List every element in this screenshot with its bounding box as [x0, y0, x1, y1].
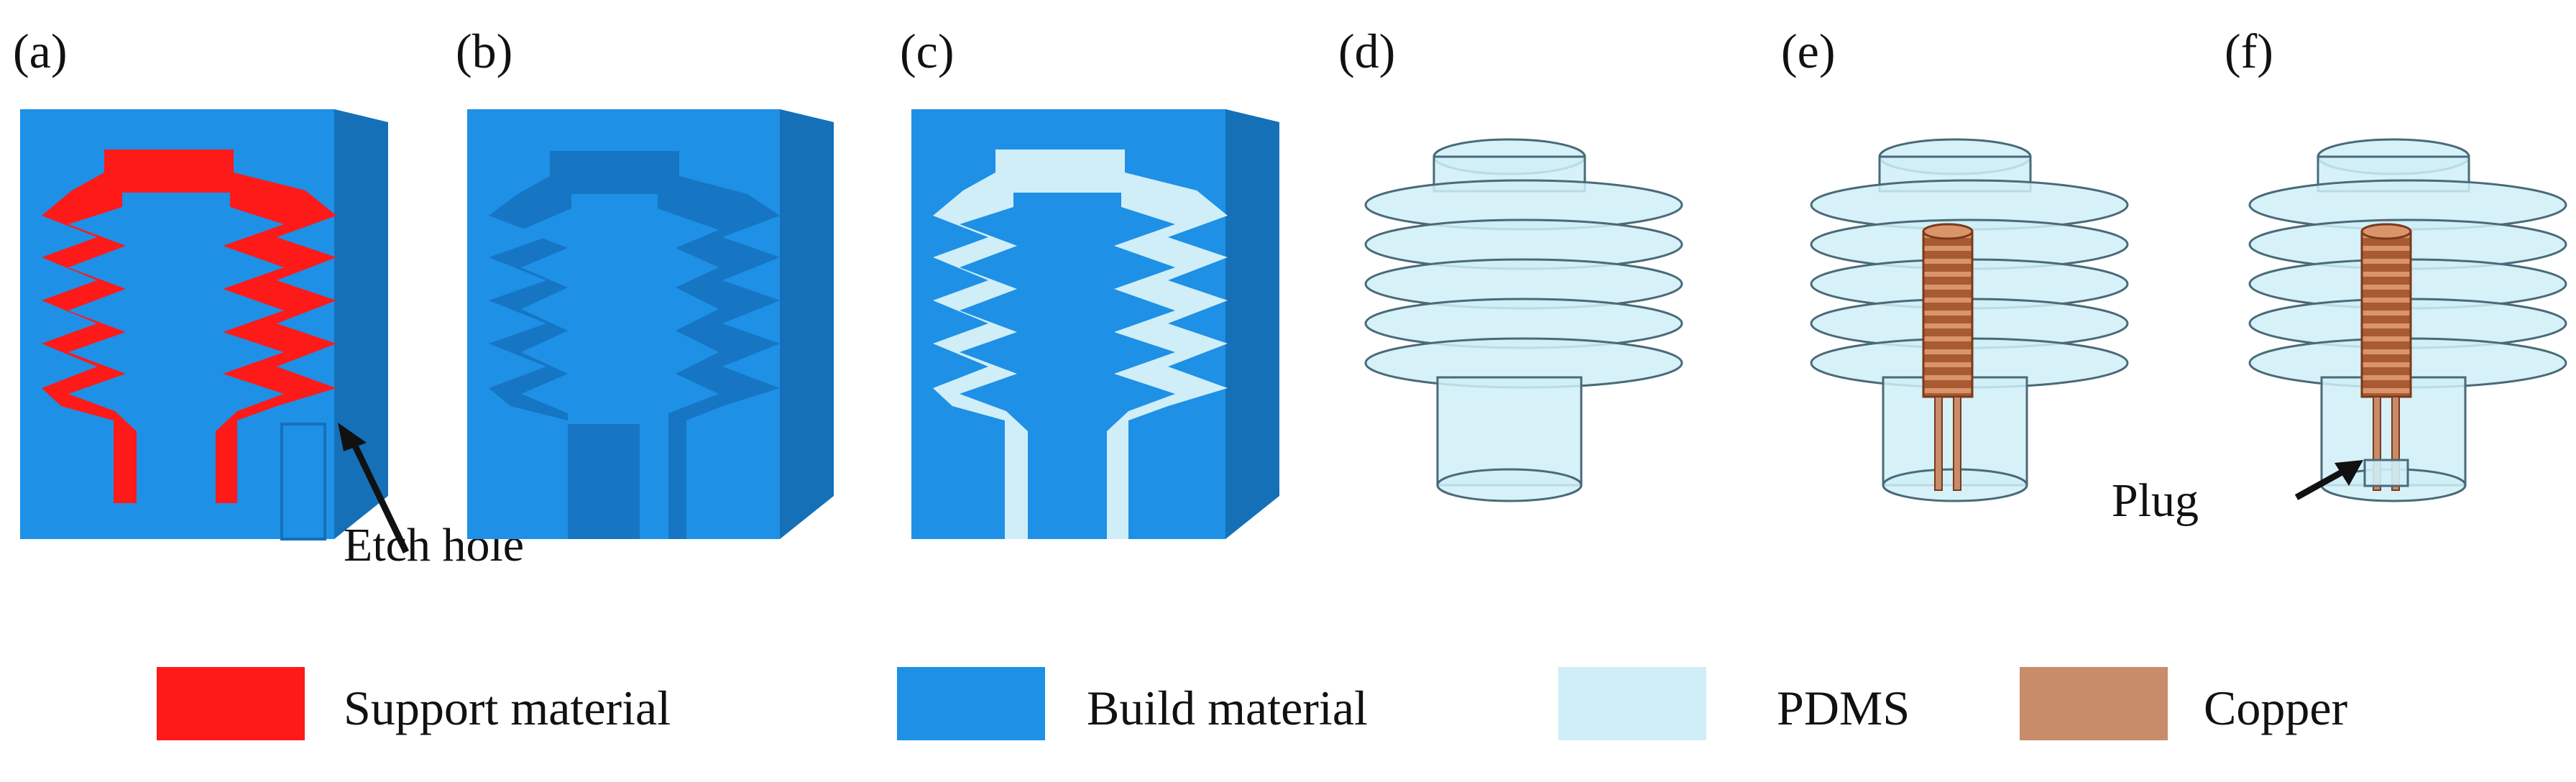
cavity-inner-core	[521, 194, 719, 539]
legend-label-support: Support material	[344, 681, 671, 735]
copper-lead-left	[1934, 396, 1943, 491]
copper-coil-body	[1922, 230, 1974, 398]
etch-hole	[280, 423, 326, 540]
plug	[2363, 459, 2409, 487]
copper-lead-right	[1953, 396, 1961, 491]
support-material-region	[42, 150, 336, 503]
panel-label-d: (d)	[1338, 24, 1395, 78]
legend: Support material Build material PDMS Cop…	[157, 667, 2348, 740]
legend-swatch-build	[897, 667, 1045, 740]
panel-label-e: (e)	[1781, 24, 1835, 78]
block-right-face	[1225, 109, 1279, 539]
legend-swatch-support	[157, 667, 305, 740]
panel-a-block	[20, 109, 388, 540]
panel-label-c: (c)	[900, 24, 954, 78]
block-right-face	[334, 109, 388, 539]
legend-label-build: Build material	[1087, 681, 1368, 735]
pdms-bottom-opening	[1436, 468, 1583, 502]
legend-swatch-pdms	[1558, 667, 1706, 740]
legend-label-copper: Copper	[2204, 681, 2348, 735]
block-right-face	[780, 109, 834, 539]
plug-arrow	[2294, 460, 2363, 500]
pdms-stem	[1436, 376, 1583, 487]
legend-label-pdms: PDMS	[1777, 681, 1910, 735]
panel-label-b: (b)	[456, 24, 512, 78]
legend-swatch-copper	[2020, 667, 2168, 740]
panel-c-block	[911, 109, 1279, 539]
panel-b-block	[467, 109, 834, 539]
etch-hole-arrow	[338, 423, 410, 553]
plug-label: Plug	[2112, 474, 2199, 527]
panel-label-a: (a)	[13, 24, 67, 78]
panel-d-pdms	[1364, 138, 1683, 502]
panel-e-copper-coil	[1922, 223, 1974, 491]
pdms-filled-channel	[933, 150, 1228, 539]
panel-f-copper-coil	[2360, 223, 2412, 491]
panel-label-f: (f)	[2225, 24, 2273, 78]
